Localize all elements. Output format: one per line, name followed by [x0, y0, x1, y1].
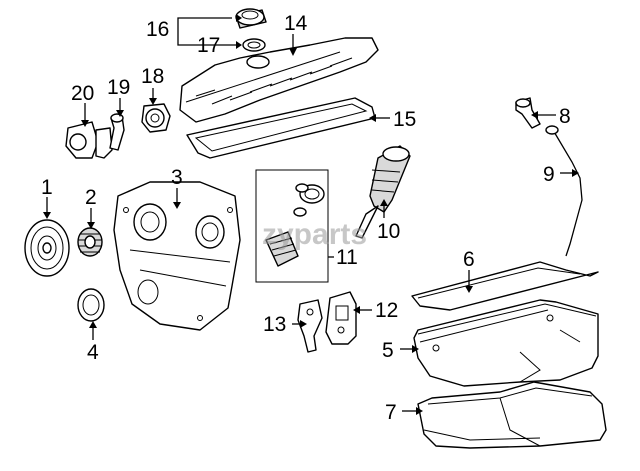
valve-cover[interactable] — [179, 37, 379, 123]
watermark-text: zyparts — [262, 218, 367, 251]
oil-filter-kit[interactable] — [255, 169, 329, 283]
callout-10[interactable]: 10 — [377, 220, 400, 243]
crankshaft-pulley[interactable] — [24, 219, 70, 277]
leader-lines — [43, 14, 579, 415]
timing-sprocket[interactable] — [77, 227, 103, 257]
oil-level-sensor[interactable] — [515, 97, 541, 129]
callout-13[interactable]: 13 — [263, 313, 286, 336]
upper-oil-pan[interactable] — [413, 299, 599, 387]
lower-oil-pan[interactable] — [417, 381, 607, 449]
callout-7[interactable]: 7 — [385, 401, 397, 424]
small-hose-fitting[interactable] — [109, 113, 125, 151]
callout-14[interactable]: 14 — [284, 12, 308, 35]
callout-11[interactable]: 11 — [336, 246, 358, 269]
callout-3[interactable]: 3 — [171, 166, 183, 189]
callout-1[interactable]: 1 — [41, 176, 53, 199]
cap-seal-ring[interactable] — [242, 38, 266, 52]
callout-15[interactable]: 15 — [393, 108, 416, 131]
thermostat-housing[interactable] — [141, 103, 171, 133]
cam-position-part[interactable] — [65, 121, 113, 159]
callout-2[interactable]: 2 — [85, 186, 97, 209]
callout-12[interactable]: 12 — [375, 299, 398, 322]
callout-17[interactable]: 17 — [197, 34, 220, 57]
callout-18[interactable]: 18 — [141, 65, 164, 88]
dipstick-tube[interactable] — [545, 125, 583, 257]
callout-16[interactable]: 16 — [146, 18, 169, 41]
front-crank-seal[interactable] — [77, 288, 105, 322]
callout-4[interactable]: 4 — [87, 341, 99, 364]
callout-5[interactable]: 5 — [382, 339, 394, 362]
timing-cover[interactable] — [113, 181, 241, 331]
callout-8[interactable]: 8 — [559, 105, 571, 128]
oil-pan-gasket[interactable] — [411, 261, 599, 311]
callout-20[interactable]: 20 — [71, 82, 94, 105]
oil-filler-cap[interactable] — [235, 8, 267, 29]
callout-19[interactable]: 19 — [107, 76, 130, 99]
callout-9[interactable]: 9 — [543, 163, 555, 186]
engine-mount-bracket[interactable] — [325, 291, 357, 345]
callout-6[interactable]: 6 — [463, 248, 475, 271]
